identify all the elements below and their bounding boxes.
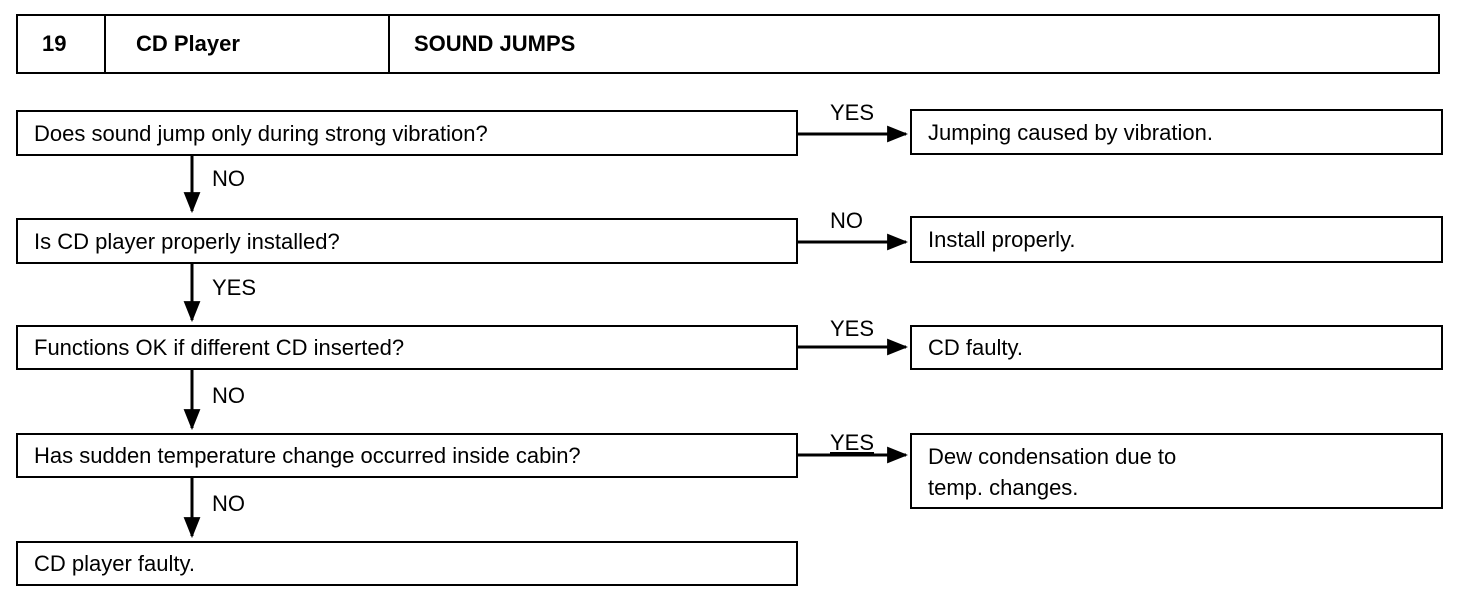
result-text: Dew condensation due to temp. changes. xyxy=(928,444,1177,500)
result-box-1: Jumping caused by vibration. xyxy=(910,109,1443,155)
result-box-4: Dew condensation due to temp. changes. xyxy=(910,433,1443,509)
final-result-text: CD player faulty. xyxy=(34,551,195,576)
question-text: Has sudden temperature change occurred i… xyxy=(34,443,581,468)
header-table: 19 CD Player SOUND JUMPS xyxy=(16,14,1440,74)
question-text: Is CD player properly installed? xyxy=(34,228,340,254)
result-box-2: Install properly. xyxy=(910,216,1443,263)
down-label-4: NO xyxy=(212,491,245,516)
procedure-number: 19 xyxy=(42,31,67,56)
branch-label-3: YES xyxy=(830,316,875,341)
section-name: CD Player xyxy=(104,16,388,72)
result-text: CD faulty. xyxy=(928,335,1023,360)
result-text: Jumping caused by vibration. xyxy=(928,119,1213,145)
branch-label-4: YES xyxy=(830,430,875,455)
question-text: Functions OK if different CD inserted? xyxy=(34,335,405,360)
result-box-3: CD faulty. xyxy=(910,325,1443,370)
question-text: Does sound jump only during strong vibra… xyxy=(34,120,488,146)
branch-label-1: YES xyxy=(830,100,875,125)
result-text: Install properly. xyxy=(928,227,1076,252)
question-box-3: Functions OK if different CD inserted? xyxy=(16,325,798,370)
question-box-2: Is CD player properly installed? xyxy=(16,218,798,264)
symptom-title: SOUND JUMPS xyxy=(388,16,1438,72)
branch-label-2: NO xyxy=(830,208,863,233)
final-result-box: CD player faulty. xyxy=(16,541,798,586)
question-box-4: Has sudden temperature change occurred i… xyxy=(16,433,798,478)
question-box-1: Does sound jump only during strong vibra… xyxy=(16,110,798,156)
down-label-2: YES xyxy=(212,275,257,300)
down-label-1: NO xyxy=(212,166,245,191)
down-label-3: NO xyxy=(212,383,245,408)
